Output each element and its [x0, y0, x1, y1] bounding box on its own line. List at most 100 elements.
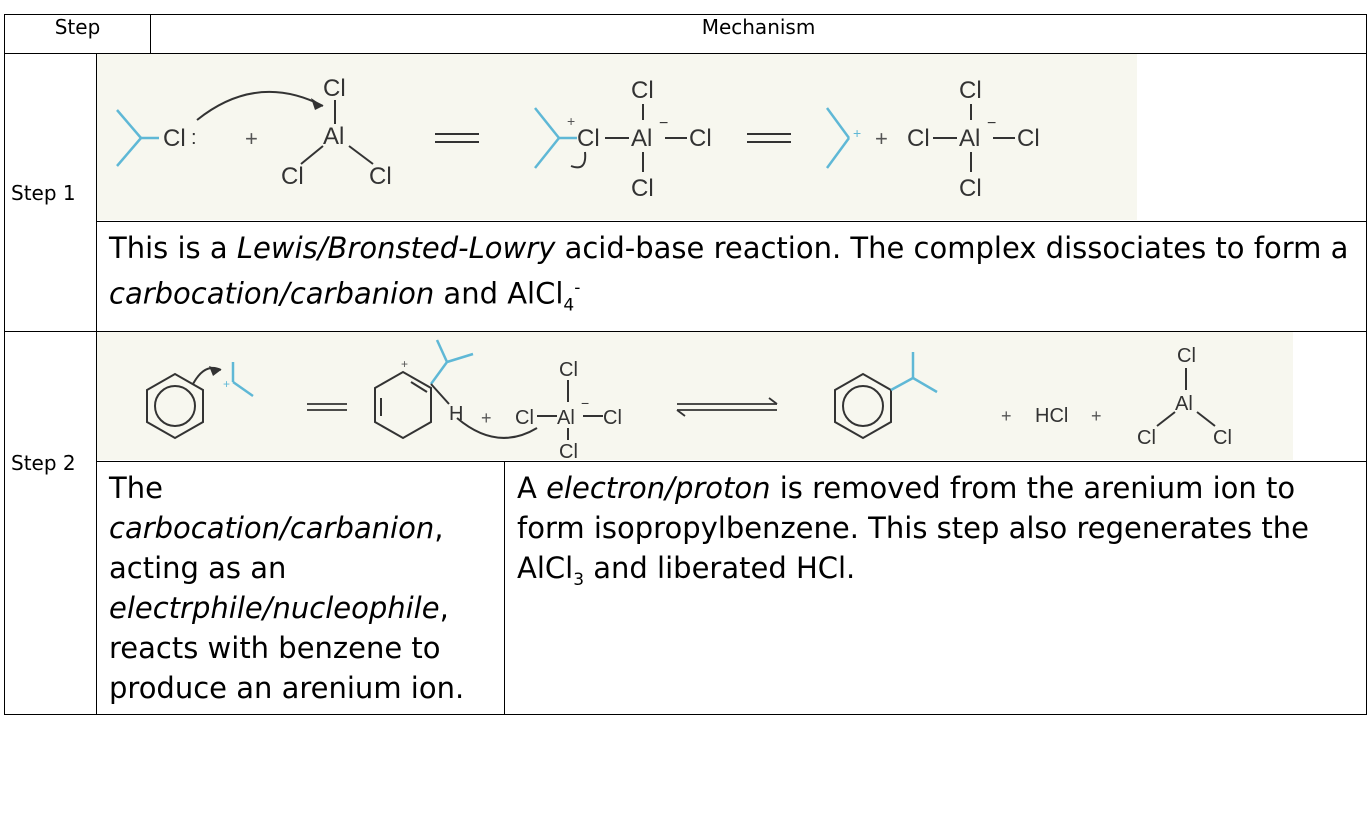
al-2: Al [631, 125, 652, 152]
step1-desc-i1: Lewis/Bronsted-Lowry [236, 231, 556, 265]
hcl: HCl [1035, 405, 1068, 427]
plus-1: + [245, 126, 258, 151]
step2-left-description: The carbocation/carbanion, acting as an … [95, 461, 506, 716]
cl-right-4: Cl [1017, 125, 1040, 152]
step1-desc-p2: acid-base reaction. The complex dissocia… [555, 231, 1349, 265]
bond-6c [1196, 411, 1216, 428]
al-1: Al [323, 123, 344, 150]
minus-charge-4: − [987, 115, 996, 132]
step2-left-p3: , reacts with benzene to produce an aren… [109, 591, 465, 706]
step1-description-row: This is a Lewis/Bronsted-Lowry acid-base… [5, 220, 1368, 333]
step1-reaction-row: Step 1 Cl : + Cl Al [4, 52, 1368, 333]
plus-charge-complex: + [567, 113, 575, 129]
step1-reaction-cell: Cl : + Cl Al Cl Cl [95, 53, 1368, 222]
step2-left-p1: The [109, 471, 163, 506]
step1-description: This is a Lewis/Bronsted-Lowry acid-base… [95, 220, 1368, 333]
isopropyl-group-1 [116, 109, 159, 167]
step1-reaction-scheme: Cl : + Cl Al Cl Cl [97, 54, 1137, 220]
plus-6: + [1091, 406, 1102, 426]
curved-arrow-1 [196, 90, 324, 121]
step2-right-p3: and liberated HCl. [584, 551, 856, 586]
step2-description-row: The carbocation/carbanion, acting as an … [5, 461, 1368, 716]
carbocation-group [825, 107, 851, 169]
cl-top-5: Cl [559, 359, 578, 381]
minus-charge-2: − [659, 115, 668, 132]
bond-al-cl-right [348, 145, 374, 165]
header-mechanism-text: Mechanism [701, 15, 816, 39]
bond-c-h [430, 383, 450, 406]
bond-al-cl-left [300, 145, 324, 165]
curved-arrow-2 [570, 151, 587, 169]
curved-arrow-4 [456, 417, 538, 440]
cl-top-4: Cl [959, 77, 982, 104]
arenium-isopropyl [429, 339, 474, 386]
cl-right-6: Cl [1213, 427, 1232, 449]
step2-left-i1: carbocation/carbanion [109, 511, 435, 546]
cl-right-2: Cl [689, 125, 712, 152]
cl-bridge: Cl [577, 125, 600, 152]
benzene-ring-1 [146, 373, 204, 440]
equilibrium-arrow-1 [435, 133, 479, 143]
isopropyl-cation-2 [231, 362, 254, 398]
bond-6b [1156, 411, 1176, 428]
mechanism-table: Step Mechanism Step 1 Cl : + C [3, 14, 1368, 716]
plus-3: + [875, 126, 888, 151]
cl-top-1: Cl [323, 75, 346, 102]
step2-right-description: A electron/proton is removed from the ar… [504, 461, 1368, 716]
cl-top-2: Cl [631, 77, 654, 104]
step2-reaction-scheme: + + H + [97, 332, 1293, 461]
cl-1: Cl [163, 125, 186, 152]
arenium-ring [374, 371, 432, 440]
step2-left-i2: electrphile/nucleophile [109, 591, 440, 626]
cl-left-4: Cl [907, 125, 930, 152]
header-mechanism: Mechanism [150, 14, 1368, 54]
step1-desc-sub: 4 [563, 295, 575, 316]
equilibrium-arrow-2 [747, 133, 791, 143]
cl-bottom-2: Cl [631, 175, 654, 202]
step1-desc-p1: This is a [109, 231, 237, 265]
cl-1-lone-pair: : [191, 127, 197, 149]
equilibrium-arrow-3 [307, 403, 347, 412]
step1-label: Step 1 [4, 52, 97, 333]
minus-5: − [581, 395, 589, 411]
step2-right-p1: A [517, 471, 547, 506]
header-step-text: Step [54, 15, 101, 39]
cl-left-5: Cl [515, 407, 534, 429]
step1-desc-sup: - [574, 278, 581, 298]
plus-cation-2: + [223, 377, 230, 391]
benzene-ring-2 [834, 373, 892, 440]
header-row: Step Mechanism [3, 14, 1368, 54]
step2-right-p2: is removed from the arenium ion to form … [517, 471, 1309, 586]
step2-label-text: Step 2 [11, 451, 76, 476]
step2-left-p2: , acting as an [109, 511, 444, 586]
cl-right-5: Cl [603, 407, 622, 429]
al-5: Al [557, 407, 575, 429]
plus-4: + [481, 408, 492, 428]
al-4: Al [959, 125, 980, 152]
equilibrium-arrow-4 [676, 397, 778, 418]
step2-reaction-cell: + + H + [95, 331, 1368, 463]
cl-left-6: Cl [1137, 427, 1156, 449]
isopropyl-group-2 [534, 107, 577, 169]
step2-right-sub: 3 [573, 570, 585, 591]
curved-arrow-3 [192, 367, 222, 385]
plus-5: + [1001, 406, 1012, 426]
curved-arrow-3-head [209, 366, 221, 377]
cl-bottom-5: Cl [559, 441, 578, 460]
plus-carbocation: + [853, 125, 861, 141]
step1-desc-i2: carbocation/carbanion [109, 276, 435, 311]
cl-right-1: Cl [369, 163, 392, 190]
step2-reaction-row: Step 2 + [4, 331, 1368, 716]
cl-top-6: Cl [1177, 345, 1196, 367]
cl-left-1: Cl [281, 163, 304, 190]
step2-panel-bg [97, 332, 1293, 461]
product-isopropyl [890, 352, 938, 394]
curved-arrow-1-head [311, 98, 323, 110]
step1-desc-p3: and AlCl [434, 276, 564, 311]
cl-bottom-4: Cl [959, 175, 982, 202]
step1-label-text: Step 1 [11, 180, 76, 205]
plus-arenium: + [401, 357, 408, 371]
step2-label: Step 2 [4, 331, 97, 716]
al-6: Al [1175, 393, 1193, 415]
header-step: Step [3, 14, 152, 54]
